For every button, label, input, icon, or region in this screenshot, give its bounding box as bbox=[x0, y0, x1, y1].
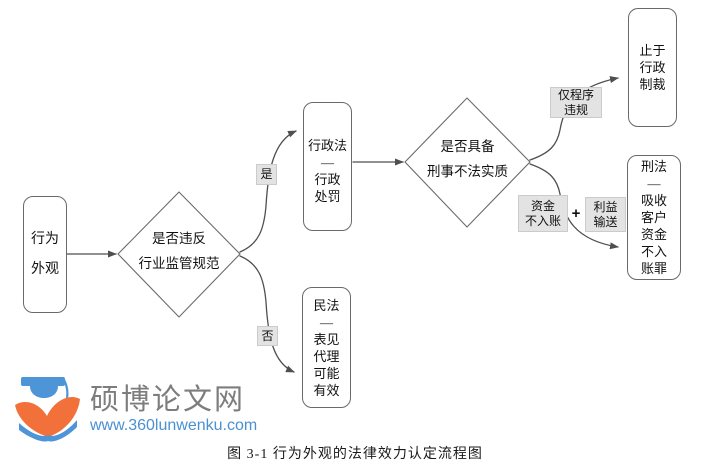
open-book-orange bbox=[15, 396, 80, 437]
edge-label-funds-text: 资金 不入账 bbox=[524, 198, 561, 228]
decision1-diamond bbox=[117, 191, 241, 318]
arrow-decision1-no bbox=[239, 255, 295, 373]
node-civil-law-label: 民法 — 表见 代理 可能 有效 bbox=[313, 297, 340, 398]
edge-label-no-text: 否 bbox=[261, 328, 274, 343]
node-admin-sanction-label: 止于 行政 制裁 bbox=[639, 43, 666, 92]
node-decision-regulatory-label: 是否违反 行业监管规范 bbox=[118, 218, 240, 283]
mortarboard bbox=[21, 377, 65, 386]
watermark-logo: 硕博论文网 www.360lunwenku.com bbox=[14, 375, 257, 465]
node-behavior-appearance-label: 行为 外观 bbox=[31, 231, 59, 277]
open-book-blue bbox=[19, 420, 77, 442]
node-admin-law-label: 行政法 — 行政 处罚 bbox=[307, 138, 347, 204]
plus-sign-text: + bbox=[571, 204, 581, 222]
edge-label-procedural-text: 仅程序 违规 bbox=[557, 87, 594, 117]
node-behavior-appearance: 行为 外观 bbox=[23, 196, 67, 313]
arrow-decision1-yes bbox=[239, 130, 297, 253]
figure-caption: 图 3-1 行为外观的法律效力认定流程图 bbox=[227, 447, 483, 462]
cap-dome bbox=[30, 386, 58, 398]
edge-label-benefit-transfer: 利益 输送 bbox=[585, 197, 626, 232]
decision2-diamond bbox=[404, 97, 531, 228]
edge-label-funds-unrecorded: 资金 不入账 bbox=[518, 195, 568, 232]
node-criminal-law-label: 刑法 — 吸收 客户 资金 不入 账罪 bbox=[640, 159, 667, 276]
node-criminal-law: 刑法 — 吸收 客户 资金 不入 账罪 bbox=[627, 155, 681, 280]
site-name: 硕博论文网 bbox=[90, 384, 246, 416]
plus-sign: + bbox=[567, 201, 585, 225]
decision-regulatory-text: 是否违反 行业监管规范 bbox=[138, 230, 220, 271]
node-civil-law: 民法 — 表见 代理 可能 有效 bbox=[302, 287, 351, 408]
graduation-cap-book-logo-icon bbox=[15, 377, 80, 442]
edge-label-benefit-text: 利益 输送 bbox=[593, 199, 618, 229]
edge-label-no: 否 bbox=[257, 326, 278, 346]
node-decision-criminal-label: 是否具备 刑事不法实质 bbox=[405, 126, 530, 191]
node-admin-sanction: 止于 行政 制裁 bbox=[628, 8, 677, 127]
site-url: www.360lunwenku.com bbox=[90, 417, 258, 434]
watermark-text: 硕博论文网 www.360lunwenku.com bbox=[90, 375, 257, 435]
node-admin-law: 行政法 — 行政 处罚 bbox=[303, 102, 352, 231]
edge-label-yes: 是 bbox=[256, 164, 277, 185]
decision-criminal-text: 是否具备 刑事不法实质 bbox=[427, 138, 508, 179]
edge-label-yes-text: 是 bbox=[260, 167, 273, 181]
arrow-decision2-criminal bbox=[529, 163, 619, 250]
edge-label-procedural-only: 仅程序 违规 bbox=[550, 87, 602, 118]
